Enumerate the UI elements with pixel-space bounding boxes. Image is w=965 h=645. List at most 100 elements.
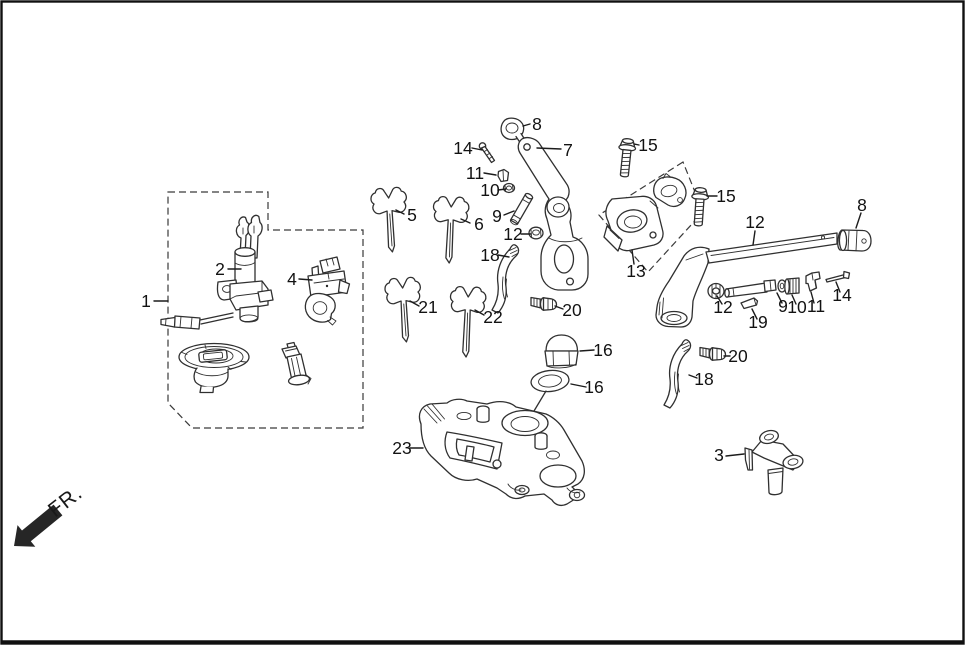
assembly-axis-line (533, 390, 547, 412)
part-label-21: 21 (418, 297, 437, 317)
part-label-9: 9 (778, 296, 788, 316)
leader-line-11 (810, 291, 815, 304)
part-label-16: 16 (593, 340, 612, 360)
switch-bracket-group (598, 161, 704, 273)
key-set-group-outline (167, 191, 364, 429)
bracket-3-drawing (744, 429, 804, 496)
leader-line-20 (554, 305, 564, 310)
leader-line-5 (395, 209, 405, 215)
part-label-8: 8 (857, 195, 867, 215)
part-label-13: 13 (626, 261, 645, 281)
part-label-3: 3 (714, 445, 724, 465)
leader-line-16 (570, 383, 587, 388)
leader-line-7 (536, 147, 562, 150)
top-bridge-23-drawing (418, 398, 586, 507)
part-label-20: 20 (562, 300, 582, 320)
leader-line-8 (855, 212, 862, 229)
part-label-11: 11 (466, 163, 484, 183)
blank-key-6 (432, 195, 470, 264)
part-label-12: 12 (745, 212, 764, 232)
leader-line-14 (835, 281, 841, 293)
part-label-9: 9 (492, 206, 502, 226)
leader-line-12 (716, 295, 723, 305)
part-label-15: 15 (638, 135, 657, 155)
clip-11-lower (805, 271, 821, 292)
part-label-12: 12 (503, 224, 522, 244)
part-label-23: 23 (392, 438, 411, 458)
steering-stem-nut-group (530, 334, 579, 412)
leader-line-10 (497, 188, 507, 191)
stopper-bolt-right (699, 346, 727, 361)
leader-line-12 (752, 230, 756, 246)
part-label-6: 6 (474, 214, 484, 234)
bracket-13-drawing (603, 195, 664, 252)
stopper-lever-right (663, 339, 692, 409)
flange-bolt-15-right (689, 186, 710, 228)
part-label-7: 7 (563, 140, 573, 160)
blank-key-21 (383, 276, 422, 343)
leader-line-13 (631, 249, 635, 265)
part-label-22: 22 (483, 307, 502, 327)
part-label-18: 18 (694, 369, 713, 389)
part-label-10: 10 (480, 180, 500, 200)
part-label-2: 2 (215, 259, 225, 279)
cap-nut-hex (544, 350, 579, 367)
clip-11-upper-detail (502, 170, 504, 181)
steering-lever-assembly (478, 117, 589, 291)
part-label-18: 18 (480, 245, 499, 265)
seat-lock-drawing (281, 341, 312, 386)
leader-line-9 (776, 292, 783, 304)
leader-line-22 (474, 309, 485, 316)
part-label-10: 10 (787, 297, 807, 317)
handlebar-end-cap (837, 229, 872, 252)
bracket-gasket (653, 173, 687, 208)
fuel-cap-drawing (178, 342, 250, 394)
pin-19-detail (753, 298, 757, 306)
part-label-20: 20 (728, 346, 748, 366)
part-label-11: 11 (807, 296, 825, 316)
front-direction-indicator: FR. (14, 481, 87, 547)
part-label-14: 14 (453, 138, 473, 158)
leader-line-11 (483, 172, 497, 176)
leader-line-18 (688, 374, 698, 379)
part-label-16: 16 (584, 377, 603, 397)
part-label-19: 19 (748, 312, 767, 332)
cap-nut-dome (545, 334, 579, 352)
part-label-14: 14 (832, 285, 852, 305)
part-label-15: 15 (716, 186, 735, 206)
handlebar-tube (705, 232, 838, 264)
blank-key-22 (449, 285, 487, 358)
leader-line-19 (751, 308, 758, 320)
leader-line-15 (633, 143, 640, 146)
nut-12-upper (528, 226, 544, 240)
key-set-group (160, 191, 364, 429)
leader-line-8 (522, 123, 531, 127)
leader-line-14 (471, 147, 483, 151)
blank-key-5 (369, 186, 408, 253)
handlebar-arm (655, 246, 710, 328)
handlebar-assembly (655, 229, 872, 328)
nut-12-lower (707, 282, 725, 300)
handlebar-arm-foot (660, 310, 688, 326)
leader-line-9 (503, 210, 515, 216)
front-direction-arrow-icon (14, 504, 63, 547)
leader-line-4 (298, 278, 313, 281)
leader-line-10 (791, 294, 797, 305)
helmet-lock-drawing (304, 256, 351, 326)
part-label-8: 8 (532, 114, 542, 134)
pin-19 (740, 297, 759, 310)
nut-10-upper (502, 182, 516, 194)
part-label-12: 12 (713, 297, 732, 317)
leader-line-21 (409, 300, 420, 307)
part-label-5: 5 (407, 205, 417, 225)
screw-14-lower (825, 270, 851, 283)
shaft-9-upper (509, 192, 534, 226)
part-label-1: 1 (141, 291, 151, 311)
stopper-rubber-upper (500, 117, 526, 144)
lever-7-drawing (517, 136, 589, 291)
part-label-4: 4 (287, 269, 297, 289)
